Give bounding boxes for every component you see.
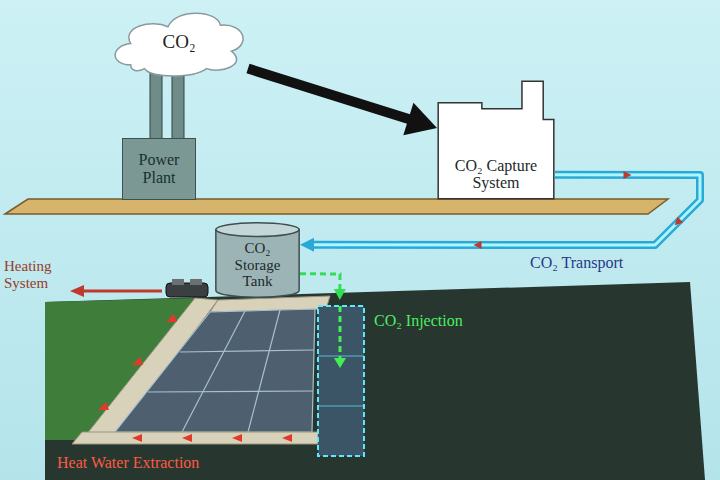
- injection-flow: [339, 306, 342, 360]
- emission-cloud: CO₂: [110, 4, 248, 80]
- heat-supply-line: [82, 290, 162, 293]
- tank-body: [216, 230, 299, 298]
- pavement-ground: [45, 282, 705, 480]
- heating-unit: [166, 279, 208, 297]
- injection-grid: [318, 356, 364, 406]
- cloud-shape: [115, 13, 243, 76]
- edge-label: CO₂ Transport: [528, 254, 625, 272]
- curb: [72, 432, 318, 444]
- output-label: Heating System: [4, 258, 66, 291]
- flow-marker: [675, 217, 683, 225]
- paver-field: [115, 309, 315, 432]
- injection-head: [334, 358, 346, 368]
- connector: [248, 69, 437, 136]
- connector: [300, 274, 346, 300]
- injection-line: [300, 274, 340, 290]
- node-text: CO₂ Storage Tank: [225, 240, 291, 290]
- building-shape: [438, 81, 554, 199]
- arrow-head: [300, 238, 314, 252]
- flow-arrow-shaft: [248, 69, 409, 120]
- injection-zone: [318, 306, 364, 456]
- node-text: CO₂: [162, 32, 195, 53]
- node-text: CO₂ Capture System: [444, 157, 548, 192]
- ground-strip: [5, 199, 668, 214]
- arrow-head: [334, 289, 346, 300]
- edge-label: CO₂ Injection: [372, 312, 465, 330]
- heat-supply-head: [70, 285, 84, 297]
- heat-flow-arrows: [98, 314, 292, 442]
- paver-grid: [148, 310, 314, 432]
- arrow-head: [403, 103, 437, 135]
- capture-building: CO₂ Capture System: [437, 80, 555, 200]
- power-plant-box: Power Plant: [122, 138, 196, 200]
- node-text: Power Plant: [126, 151, 192, 186]
- storage-tank: CO₂ Storage Tank: [215, 222, 300, 298]
- tank-lid: [216, 223, 299, 237]
- flow-marker: [474, 241, 482, 249]
- flow-marker: [623, 171, 631, 179]
- pavement-section: Heat Water Extraction: [45, 300, 690, 480]
- node-text: Heat Water Extraction: [57, 454, 199, 472]
